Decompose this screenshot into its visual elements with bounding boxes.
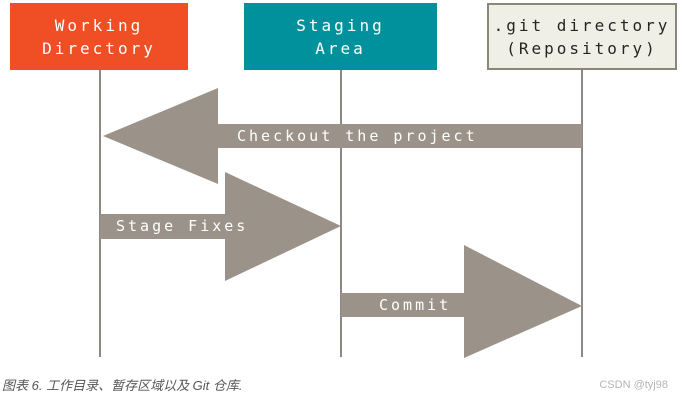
staging-area-box: Staging Area — [244, 3, 437, 70]
git-directory-box: .git directory (Repository) — [487, 3, 677, 70]
commit-arrow-right-icon — [341, 245, 582, 358]
working-directory-box: Working Directory — [10, 3, 188, 70]
staging-area-label-line1: Staging — [296, 15, 385, 35]
commit-arrow-label: Commit — [379, 296, 452, 314]
git-directory-label-line1: .git directory — [493, 15, 671, 35]
figure-caption: 图表 6. 工作目录、暂存区域以及 Git 仓库. — [2, 378, 243, 393]
stage-fixes-arrow-label: Stage Fixes — [116, 217, 249, 235]
checkout-arrow-left-icon — [103, 88, 582, 184]
checkout-arrow-label: Checkout the project — [237, 127, 478, 145]
staging-area-label-line2: Area — [315, 38, 366, 58]
working-directory-label-line2: Directory — [42, 38, 156, 58]
csdn-watermark: CSDN @tyj98 — [599, 379, 668, 391]
git-directory-label-line2: (Repository) — [506, 38, 658, 58]
working-directory-label-line1: Working — [54, 15, 144, 35]
stage-fixes-arrow-right-icon — [100, 172, 341, 281]
